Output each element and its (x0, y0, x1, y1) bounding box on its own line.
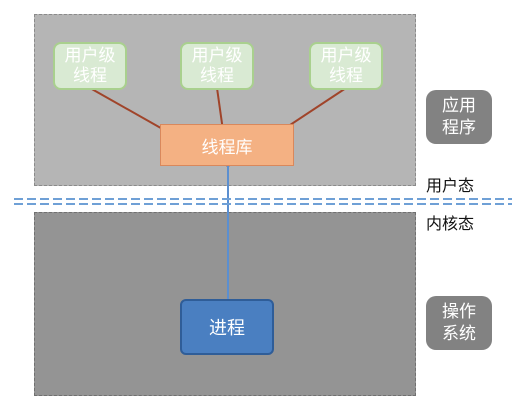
kernel-mode-label: 内核态 (426, 214, 475, 233)
application-tag: 应用 程序 (426, 90, 492, 144)
thread-library: 线程库 (160, 124, 294, 166)
user-mode-label: 用户态 (426, 176, 475, 195)
user-thread-3: 用户级 线程 (309, 42, 383, 90)
user-thread-2: 用户级 线程 (180, 42, 254, 90)
operating-system-tag: 操作 系统 (426, 296, 492, 350)
process-box: 进程 (180, 299, 274, 355)
user-thread-1: 用户级 线程 (53, 42, 127, 90)
